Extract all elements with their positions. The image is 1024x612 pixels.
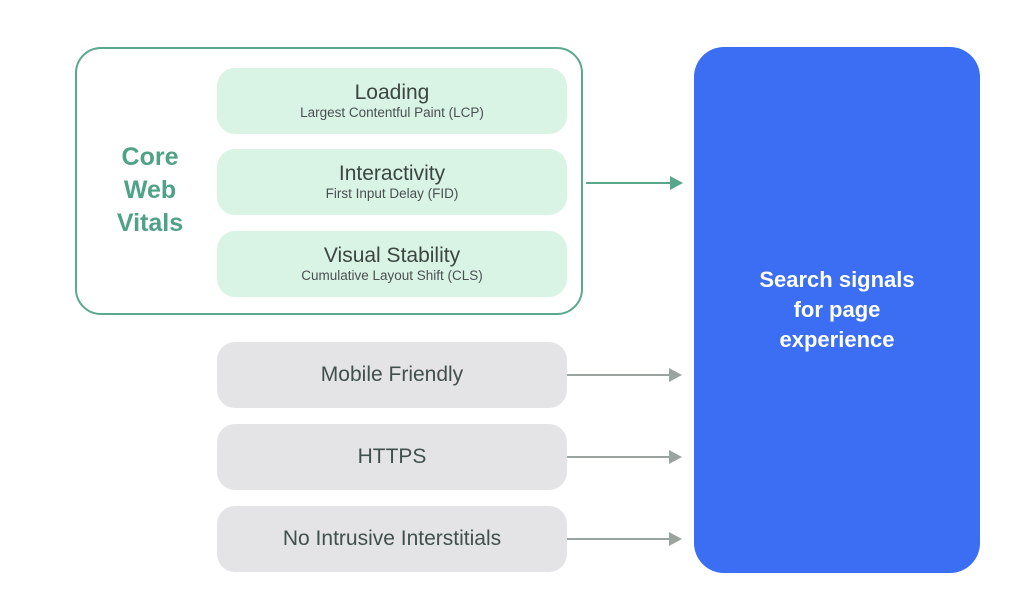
vital-card-interactivity: Interactivity First Input Delay (FID) [217, 149, 567, 215]
core-web-vitals-label: Core Web Vitals [116, 143, 184, 237]
arrow-no-intrusive-interstitials [567, 531, 682, 547]
search-signals-title-line3: experience [779, 327, 895, 352]
search-signals-title-line1: Search signals [759, 267, 915, 292]
arrow-right-icon [669, 450, 682, 464]
search-signals-panel: Search signals for page experience [694, 47, 980, 573]
arrow-https [567, 449, 682, 465]
arrow-mobile-friendly [567, 367, 682, 383]
arrow-line [586, 182, 670, 184]
signal-card-mobile-friendly: Mobile Friendly [217, 342, 567, 408]
arrow-line [567, 374, 669, 376]
vital-card-loading: Loading Largest Contentful Paint (LCP) [217, 68, 567, 134]
vital-title-loading: Loading [354, 81, 430, 105]
arrow-core-web-vitals [586, 175, 683, 191]
signal-card-no-intrusive-interstitials: No Intrusive Interstitials [217, 506, 567, 572]
arrow-right-icon [669, 368, 682, 382]
arrow-line [567, 456, 669, 458]
vital-subtitle-cls: Cumulative Layout Shift (CLS) [301, 268, 483, 284]
vital-title-visual-stability: Visual Stability [323, 244, 461, 268]
vital-title-interactivity: Interactivity [338, 162, 446, 186]
arrow-right-icon [670, 176, 683, 190]
vital-subtitle-lcp: Largest Contentful Paint (LCP) [300, 105, 484, 121]
vital-subtitle-fid: First Input Delay (FID) [325, 186, 459, 202]
arrow-line [567, 538, 669, 540]
search-signals-title: Search signals for page experience [759, 265, 914, 355]
vital-card-visual-stability: Visual Stability Cumulative Layout Shift… [217, 231, 567, 297]
signal-card-https: HTTPS [217, 424, 567, 490]
arrow-right-icon [669, 532, 682, 546]
search-signals-title-line2: for page [793, 297, 881, 322]
